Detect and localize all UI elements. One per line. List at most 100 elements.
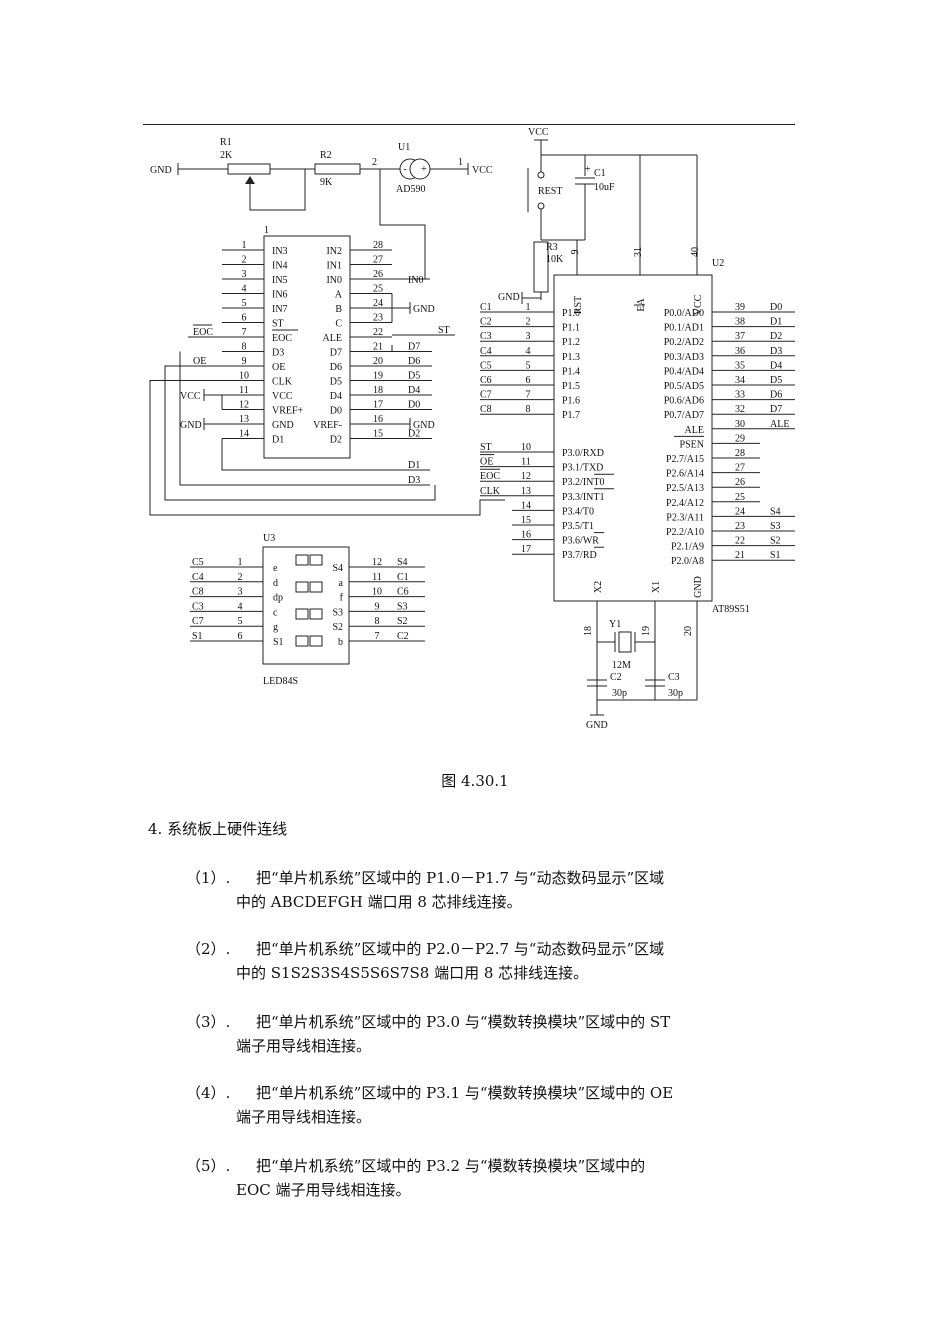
mcu-pin-name: P2.4/A12 bbox=[666, 498, 704, 509]
step-text-line2: 中的 S1S2S3S4S5S6S7S8 端口用 8 芯排线连接。 bbox=[236, 964, 589, 982]
net-label: ST bbox=[480, 442, 492, 453]
adc-pin-number: 16 bbox=[373, 414, 383, 425]
net-label: IN0 bbox=[408, 275, 424, 286]
step-text-line1: 把“单片机系统”区域中的 P3.2 与“模数转换模块”区域中的 bbox=[256, 1157, 646, 1175]
led-pin-number: 2 bbox=[238, 572, 243, 583]
mcu-pin-number: 26 bbox=[735, 477, 745, 488]
figure-caption: 图 4.30.1 bbox=[441, 772, 509, 790]
mcu-chip bbox=[553, 274, 713, 602]
step-text-line2: 端子用导线相连接。 bbox=[236, 1037, 372, 1055]
net-label: C3 bbox=[480, 331, 492, 342]
mcu-pin-name: X2 bbox=[593, 581, 604, 593]
mcu-pin-name: X1 bbox=[651, 581, 662, 593]
led-chip bbox=[262, 546, 350, 665]
led-pin-name: a bbox=[339, 578, 344, 589]
gnd-label: GND bbox=[498, 292, 520, 303]
led-pin-number: 4 bbox=[238, 601, 243, 612]
step-number: （1）. bbox=[186, 869, 231, 887]
net-label: C5 bbox=[192, 557, 204, 568]
adc-pin-name: A bbox=[335, 290, 343, 301]
mcu-pin-name: P2.6/A14 bbox=[666, 469, 704, 480]
adc-pin-number: 12 bbox=[239, 400, 249, 411]
vcc-label: VCC bbox=[472, 165, 493, 176]
led-pin-name: f bbox=[340, 593, 344, 604]
net-label: D1 bbox=[770, 317, 782, 328]
adc-pin-name: IN7 bbox=[272, 304, 288, 315]
mcu-pin-number: 9 bbox=[570, 250, 581, 255]
mcu-pin-name: RST bbox=[573, 296, 584, 314]
adc-pin-number: 6 bbox=[242, 313, 247, 324]
led-pin-number: 8 bbox=[375, 616, 380, 627]
mcu-pin-number: 18 bbox=[583, 626, 594, 636]
adc-pin-number: 21 bbox=[373, 342, 383, 353]
step-text-line1: 把“单片机系统”区域中的 P3.1 与“模数转换模块”区域中的 OE bbox=[256, 1084, 674, 1102]
adc-pin-number: 10 bbox=[239, 371, 249, 382]
mcu-pin-number: 37 bbox=[735, 331, 745, 342]
c1-value: 10uF bbox=[594, 182, 615, 193]
led-pin-number: 5 bbox=[238, 616, 243, 627]
mcu-pin-number: 24 bbox=[735, 506, 745, 517]
net-label: D0 bbox=[770, 302, 782, 313]
mcu-pin-number: 31 bbox=[633, 247, 644, 257]
mcu-pin-name: P2.5/A13 bbox=[666, 483, 704, 494]
mcu-pin-number: 2 bbox=[526, 317, 531, 328]
adc-pin-name: IN2 bbox=[326, 246, 342, 257]
switch-terminal bbox=[537, 202, 545, 210]
adc-pin-number: 24 bbox=[373, 298, 383, 309]
u1-pin: 2 bbox=[372, 157, 377, 168]
led-pin-number: 9 bbox=[375, 601, 380, 612]
net-label: C5 bbox=[480, 360, 492, 371]
r1-value: 2K bbox=[220, 150, 233, 161]
step-text-line1: 把“单片机系统”区域中的 P2.0－P2.7 与“动态数码显示”区域 bbox=[256, 940, 665, 958]
adc-pin-name: IN1 bbox=[326, 261, 342, 272]
reset-label: REST bbox=[538, 186, 562, 197]
net-label: D6 bbox=[408, 356, 420, 367]
net-label: D2 bbox=[408, 429, 420, 440]
mcu-pin-number: 13 bbox=[521, 486, 531, 497]
u1-pin: 1 bbox=[458, 157, 463, 168]
crystal bbox=[618, 631, 632, 653]
adc-pin-number: 15 bbox=[373, 429, 383, 440]
mcu-pin-number: 10 bbox=[521, 442, 531, 453]
net-label: C7 bbox=[480, 390, 492, 401]
net-label: D2 bbox=[770, 331, 782, 342]
led-pin-name: S2 bbox=[332, 622, 343, 633]
r1-potentiometer bbox=[227, 163, 271, 175]
led-pin-number: 7 bbox=[375, 631, 380, 642]
net-label: D3 bbox=[408, 475, 420, 486]
net-label: C2 bbox=[480, 317, 492, 328]
net-label: C1 bbox=[480, 302, 492, 313]
net-label: D5 bbox=[408, 371, 420, 382]
step-text-line2: 中的 ABCDEFGH 端口用 8 芯排线连接。 bbox=[236, 893, 522, 911]
mcu-pin-name: P3.2/INT0 bbox=[562, 477, 605, 488]
step-number: （5）. bbox=[186, 1157, 231, 1175]
wire bbox=[204, 394, 223, 410]
adc-pin-name: D3 bbox=[272, 348, 284, 359]
mcu-pin-number: 29 bbox=[735, 433, 745, 444]
switch-terminal bbox=[537, 171, 545, 179]
adc-pin-number: 26 bbox=[373, 269, 383, 280]
net-label: OE bbox=[193, 356, 206, 367]
adc-pin-number: 22 bbox=[373, 327, 383, 338]
net-label: D6 bbox=[770, 390, 782, 401]
mcu-pin-name: P2.1/A9 bbox=[671, 542, 704, 553]
mcu-pin-name: P1.7 bbox=[562, 410, 580, 421]
r1-id: R1 bbox=[220, 137, 232, 148]
adc-pin-name: D7 bbox=[330, 348, 342, 359]
digit-segment-box bbox=[309, 581, 323, 593]
net-label: CLK bbox=[480, 486, 501, 497]
adc-pin-number: 14 bbox=[239, 429, 249, 440]
net-label: C2 bbox=[397, 631, 409, 642]
digit-segment-box bbox=[295, 608, 309, 620]
mcu-pin-name: P0.6/AD6 bbox=[664, 396, 704, 407]
r2-resistor bbox=[314, 163, 361, 175]
mcu-pin-number: 27 bbox=[735, 463, 745, 474]
ad590-plus: + bbox=[421, 164, 427, 175]
net-label: D0 bbox=[408, 400, 420, 411]
digit-segment-box bbox=[295, 554, 309, 566]
adc-pin-name: D6 bbox=[330, 362, 342, 373]
circuit-schematic: 11IN32IN43IN54IN65IN76ST7EOCEOC8D39OEOE1… bbox=[149, 127, 795, 731]
gnd-label: GND bbox=[413, 420, 435, 431]
mcu-part: AT89S51 bbox=[712, 604, 750, 615]
net-label: D1 bbox=[408, 460, 420, 471]
